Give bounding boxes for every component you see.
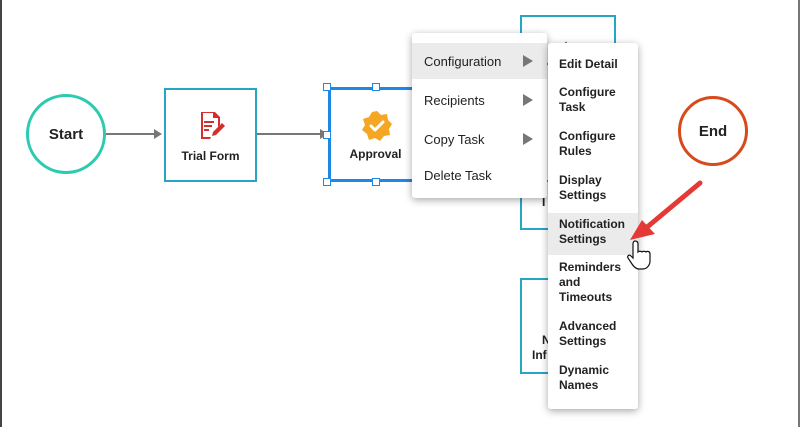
resize-handle[interactable]	[323, 83, 331, 91]
resize-handle[interactable]	[372, 178, 380, 186]
submenu-item-configure-task[interactable]: Configure Task	[559, 85, 616, 114]
menu-item-copy-task[interactable]: Copy Task	[412, 121, 547, 157]
submenu-item-configure-rules[interactable]: Configure Rules	[559, 129, 616, 158]
connector-arrowhead	[154, 129, 162, 139]
task-hidden-bottom[interactable]: N Inf	[520, 278, 551, 374]
task-label-trial-form: Trial Form	[181, 149, 240, 163]
submenu-item-notification-settings[interactable]: Notification Settings	[548, 213, 638, 255]
triangle-right-icon	[523, 94, 533, 106]
menu-item-recipients[interactable]: Recipients	[412, 82, 547, 118]
task-context-menu: Configuration Recipients Copy Task Delet…	[412, 33, 547, 198]
menu-item-label: Copy Task	[424, 131, 485, 147]
submenu-item-reminders-timeouts[interactable]: Reminders and Timeouts	[559, 260, 622, 304]
start-label: Start	[48, 125, 84, 143]
resize-handle[interactable]	[323, 131, 331, 139]
task-approval[interactable]: Approval	[328, 87, 423, 182]
menu-item-configuration[interactable]: Configuration	[412, 43, 547, 79]
task-label-approval: Approval	[349, 147, 402, 161]
task-trial-form[interactable]: Trial Form	[164, 88, 257, 182]
triangle-right-icon	[523, 55, 533, 67]
connector-trial-approval	[257, 133, 320, 135]
menu-item-label: Delete Task	[424, 167, 492, 183]
task-partial-label: Inf	[532, 348, 547, 362]
task-partial-label: I	[542, 195, 546, 209]
end-label: End	[698, 122, 728, 140]
menu-item-label: Recipients	[424, 92, 485, 108]
submenu-item-dynamic-names[interactable]: Dynamic Names	[559, 363, 610, 392]
menu-item-label: Configuration	[424, 53, 502, 69]
verified-badge-icon	[361, 110, 393, 145]
start-node[interactable]: Start	[26, 94, 106, 174]
connector-start-trial	[106, 133, 154, 135]
end-node[interactable]: End	[678, 96, 748, 166]
menu-item-delete-task[interactable]: Delete Task	[412, 157, 547, 193]
form-edit-icon	[198, 110, 226, 143]
submenu-item-display-settings[interactable]: Display Settings	[559, 173, 607, 202]
resize-handle[interactable]	[372, 83, 380, 91]
configuration-submenu: Edit Detail Configure Task Configure Rul…	[548, 43, 638, 409]
submenu-item-advanced-settings[interactable]: Advanced Settings	[559, 319, 617, 348]
triangle-right-icon	[523, 133, 533, 145]
resize-handle[interactable]	[323, 178, 331, 186]
submenu-item-edit-detail[interactable]: Edit Detail	[559, 57, 618, 71]
task-partial-label: N	[542, 333, 551, 347]
